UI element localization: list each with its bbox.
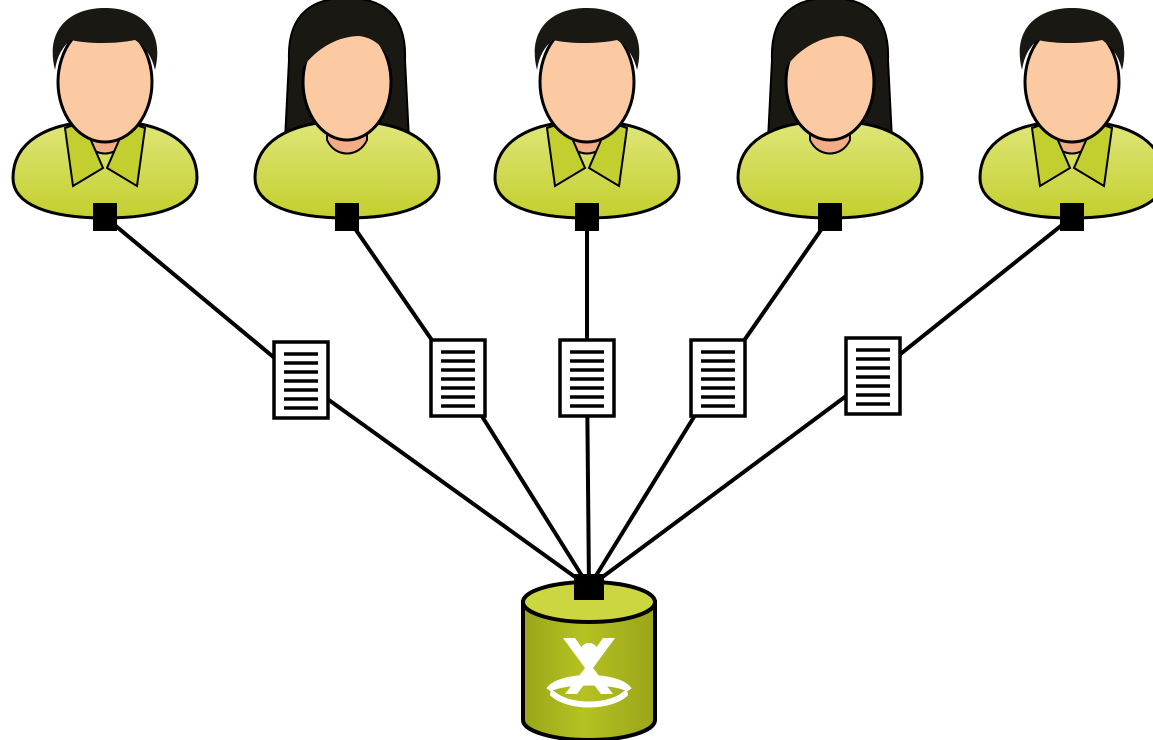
document-icon [844,336,902,416]
connection-line-5 [587,215,1074,589]
user-avatar-icon [11,8,199,231]
connection-node [93,203,117,231]
user-avatar-icon [736,0,924,231]
document-group [272,336,902,420]
document-icon [429,338,487,418]
user-avatar-icon [493,8,681,231]
database-x-logo-icon [546,638,632,708]
central-repository [521,574,657,740]
connection-node [335,203,359,231]
user-avatar-icon [978,8,1153,231]
connection-node [1060,203,1084,231]
connection-node [818,203,842,231]
document-icon [689,338,747,418]
connection-node [574,574,604,600]
user-avatar-icon [253,0,441,231]
connection-line-1 [103,215,591,589]
connection-node [575,203,599,231]
document-icon [272,340,330,420]
user-group [11,0,1153,231]
document-icon [558,338,616,418]
database-cylinder-icon [521,574,657,740]
